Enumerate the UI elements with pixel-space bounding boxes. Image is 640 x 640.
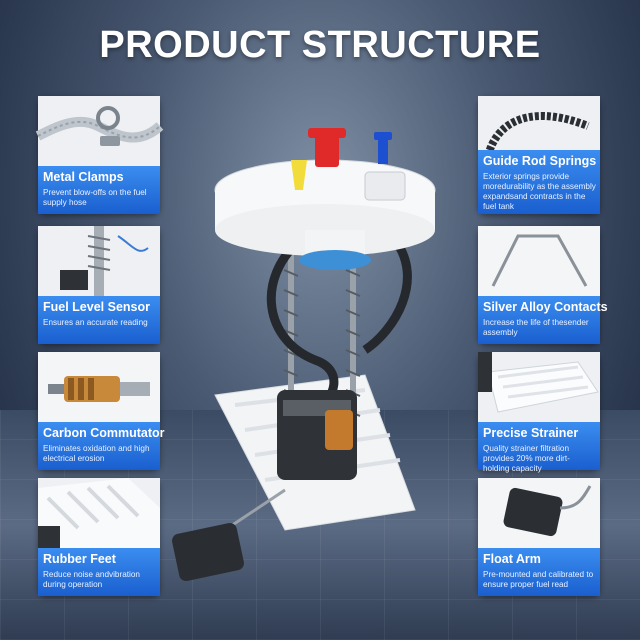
commutator-icon	[38, 352, 160, 424]
feature-desc: Ensures an accurate reading	[43, 318, 148, 327]
feature-card-fuel-level-sensor: Fuel Level Sensor Ensures an accurate re…	[38, 226, 160, 344]
feature-card-guide-rod-springs: Guide Rod Springs Exterior springs provi…	[478, 96, 600, 214]
feature-band	[478, 548, 600, 596]
feature-band	[38, 166, 160, 214]
feature-desc: Prevent blow-offs on the fuel supply hos…	[43, 188, 147, 207]
feature-band	[38, 296, 160, 344]
feature-label: Metal Clamps	[43, 170, 124, 184]
page-title: PRODUCT STRUCTURE	[99, 24, 541, 66]
feature-desc: Pre-mounted and calibrated to ensure pro…	[483, 570, 594, 589]
feature-card-rubber-feet: Rubber Feet Reduce noise andvibration du…	[38, 478, 160, 596]
feature-card-float-arm: Float Arm Pre-mounted and calibrated to …	[478, 478, 600, 596]
feature-card-precise-strainer: Precise Strainer Quality strainer filtra…	[478, 352, 600, 473]
feature-desc: Eliminates oxidation and high electrical…	[43, 444, 150, 463]
fuel-pump-assembly-icon	[165, 110, 475, 590]
feature-label: Silver Alloy Contacts	[483, 300, 608, 314]
feature-card-silver-alloy-contacts: Silver Alloy Contacts Increase the life …	[478, 226, 608, 344]
strainer-icon	[478, 352, 600, 424]
feature-band	[38, 422, 160, 470]
feature-band	[478, 422, 600, 470]
feature-label: Carbon Commutator	[43, 426, 165, 440]
feature-band	[38, 548, 160, 596]
feature-band	[478, 296, 600, 344]
rubber-feet-icon	[38, 478, 160, 550]
feature-label: Precise Strainer	[483, 426, 579, 440]
feature-desc: Increase the life of thesender assembly	[483, 318, 589, 337]
feature-label: Fuel Level Sensor	[43, 300, 150, 314]
feature-desc: Reduce noise andvibration during operati…	[43, 570, 140, 589]
float-arm-icon	[478, 478, 600, 550]
feature-label: Guide Rod Springs	[483, 154, 597, 168]
feature-card-metal-clamps: Metal Clamps Prevent blow-offs on the fu…	[35, 96, 164, 214]
feature-label: Rubber Feet	[43, 552, 116, 566]
contact-arm-icon	[478, 226, 600, 298]
hose-clamp-icon	[35, 96, 164, 168]
feature-band	[478, 150, 600, 214]
feature-card-carbon-commutator: Carbon Commutator Eliminates oxidation a…	[38, 352, 165, 470]
feature-desc: Quality strainer filtration provides 20%…	[483, 444, 570, 473]
feature-label: Float Arm	[483, 552, 541, 566]
feature-desc: Exterior springs provide moredurability …	[483, 172, 596, 211]
fuel-sensor-icon	[38, 226, 160, 298]
